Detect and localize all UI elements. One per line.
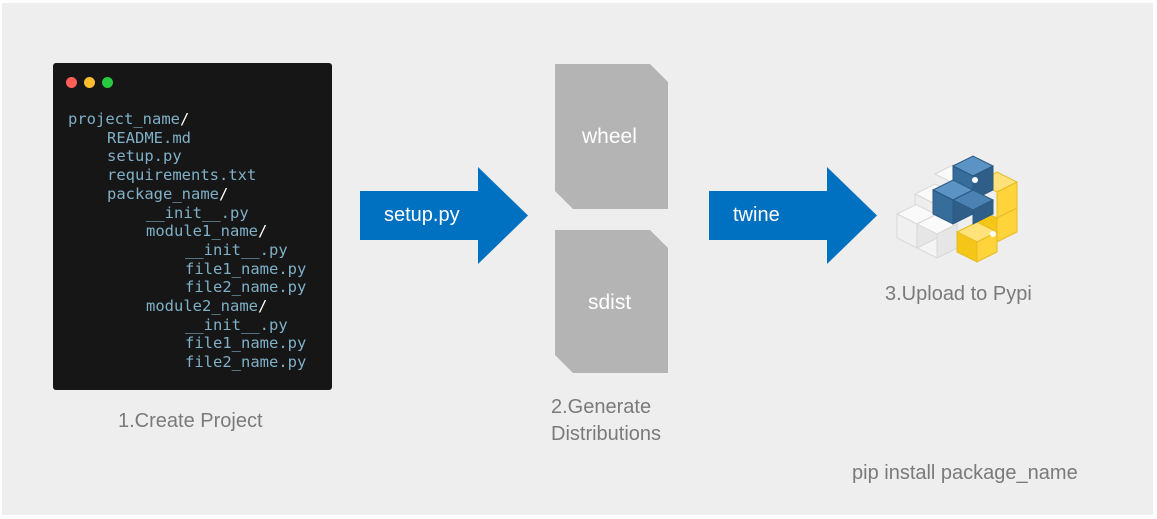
tree-file-item: file1_name.py — [68, 260, 306, 279]
tree-file-item: file2_name.py — [68, 278, 306, 297]
tree-file-item: requirements.txt — [68, 166, 306, 185]
file-name: file1_name.py — [185, 259, 307, 278]
file-name: __init__.py — [185, 240, 288, 259]
file-name: README.md — [107, 128, 191, 147]
folder-slash: / — [257, 222, 268, 241]
tree-folder-item: module1_name/ — [68, 222, 306, 241]
window-maximize-dot-icon — [102, 77, 113, 88]
file-name: __init__.py — [185, 315, 288, 334]
setup-py-arrow-icon — [360, 167, 528, 264]
file-name: file2_name.py — [185, 278, 307, 297]
tree-folder-item: package_name/ — [68, 185, 306, 204]
twine-arrow-icon — [709, 167, 877, 264]
file-name: file1_name.py — [185, 334, 307, 353]
twine-arrow-label: twine — [733, 204, 780, 226]
folder-name: module1_name — [146, 222, 258, 241]
folder-slash: / — [257, 297, 268, 316]
tree-folder-item: project_name/ — [68, 110, 306, 129]
wheel-document-label: wheel — [582, 125, 637, 148]
window-close-dot-icon — [66, 77, 77, 88]
tree-folder-item: module2_name/ — [68, 297, 306, 316]
step1-caption: 1.Create Project — [118, 410, 263, 432]
step2-caption-line2: Distributions — [551, 423, 662, 445]
folder-name: module2_name — [146, 297, 258, 316]
file-name: requirements.txt — [107, 166, 257, 185]
folder-slash: / — [218, 184, 229, 203]
tree-file-item: __init__.py — [68, 241, 306, 260]
wheel-document-icon — [555, 64, 668, 209]
step2-caption-line1: 2.Generate — [551, 396, 652, 418]
file-name: file2_name.py — [185, 353, 307, 372]
tree-file-item: file2_name.py — [68, 353, 306, 372]
pip-install-command: pip install package_name — [852, 462, 1078, 484]
step3-caption: 3.Upload to Pypi — [885, 283, 1032, 305]
file-name: setup.py — [107, 147, 182, 166]
setup-py-arrow-label: setup.py — [384, 204, 460, 226]
folder-slash: / — [179, 110, 190, 128]
folder-name: package_name — [107, 184, 219, 203]
python-package-cubes-icon — [895, 155, 1019, 263]
sdist-document-icon — [555, 230, 668, 373]
sdist-document-label: sdist — [588, 291, 632, 314]
tree-file-item: __init__.py — [68, 316, 306, 335]
tree-file-item: __init__.py — [68, 204, 306, 223]
tree-file-item: setup.py — [68, 147, 306, 166]
window-minimize-dot-icon — [84, 77, 95, 88]
tree-file-item: README.md — [68, 129, 306, 148]
step2-caption: 2.Generate Distributions — [551, 394, 661, 448]
tree-file-item: file1_name.py — [68, 334, 306, 353]
file-name: __init__.py — [146, 203, 249, 222]
folder-name: project_name — [68, 110, 180, 128]
